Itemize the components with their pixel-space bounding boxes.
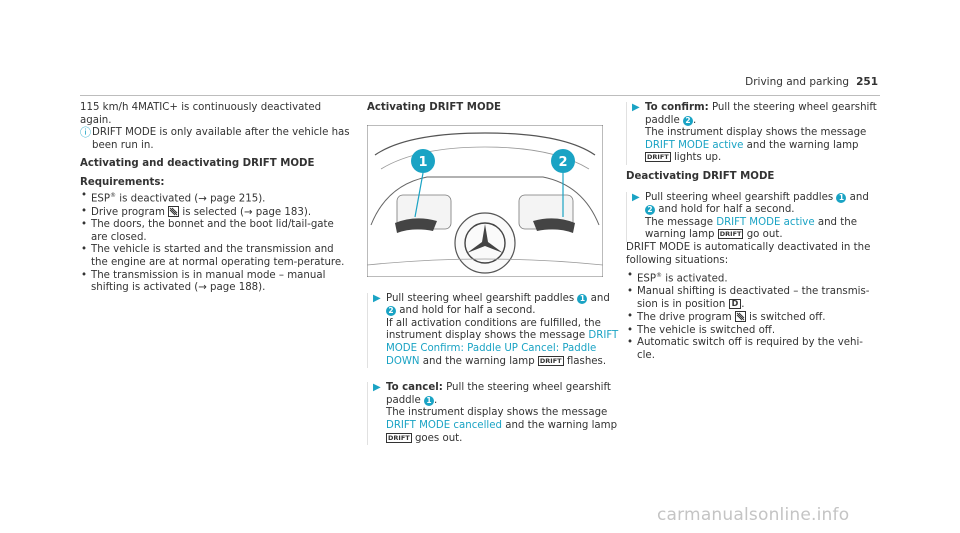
column-left: 115 km/h 4MATIC+ is continuously deactiv… xyxy=(80,102,352,295)
auto-deactivation-text: DRIFT MODE is automatically deactivated … xyxy=(626,241,871,266)
display-message: DRIFT MODE active xyxy=(716,216,815,228)
requirements-heading: Requirements: xyxy=(80,176,165,188)
step-deactivate: ▶ Pull steering wheel gearshift paddles … xyxy=(626,191,880,242)
callout-number: 1 xyxy=(836,192,847,203)
page-header: Driving and parking 251 xyxy=(745,76,878,88)
header-section: Driving and parking xyxy=(745,76,850,88)
callout-number: 2 xyxy=(386,306,396,317)
callout-number: 1 xyxy=(577,293,588,304)
page-number: 251 xyxy=(856,76,878,88)
heading-activate-deactivate: Activating and deactivating DRIFT MODE xyxy=(80,158,315,170)
step-arrow-icon: ▶ xyxy=(373,292,381,304)
list-item: The vehicle is started and the transmiss… xyxy=(80,244,352,269)
list-item: Automatic switch off is required by the … xyxy=(626,337,880,362)
list-item: Drive program is selected (→ page 183). xyxy=(80,205,352,220)
steering-wheel-illustration: 1 2 xyxy=(367,124,603,277)
heading-deactivating: Deactivating DRIFT MODE xyxy=(626,170,775,182)
display-message: DRIFT MODE active xyxy=(645,139,744,151)
illustration-label-1: 1 xyxy=(418,155,427,170)
intro-text: 115 km/h 4MATIC+ is continuously deactiv… xyxy=(80,102,322,126)
arrow-right-icon: → xyxy=(198,192,207,204)
drift-warning-lamp-icon: DRIFT xyxy=(717,229,744,240)
illustration-label-2: 2 xyxy=(558,155,567,170)
requirements-list: ESP® is deactivated (→ page 215). Drive … xyxy=(80,190,352,295)
drive-program-icon xyxy=(734,311,746,323)
callout-number: 1 xyxy=(423,395,434,406)
arrow-right-icon: → xyxy=(198,282,207,294)
callout-number: 2 xyxy=(645,205,655,216)
drift-warning-lamp-icon: DRIFT xyxy=(537,355,564,366)
note-text: DRIFT MODE is only available after the v… xyxy=(92,127,350,151)
arrow-right-icon: → xyxy=(243,206,253,218)
step-arrow-icon: ▶ xyxy=(632,191,640,203)
list-item: The vehicle is switched off. xyxy=(626,325,880,338)
step-confirm: ▶ To confirm: Pull the steering wheel ge… xyxy=(626,102,880,165)
drift-warning-lamp-icon: DRIFT xyxy=(645,152,671,163)
watermark: carmanualsonline.info xyxy=(657,505,850,525)
auto-deactivation-list: ESP® is activated. Manual shifting is de… xyxy=(626,270,880,363)
list-item: ESP® is deactivated (→ page 215). xyxy=(80,190,352,206)
drive-program-icon xyxy=(168,205,180,217)
step-activate: ▶ Pull steering wheel gearshift paddles … xyxy=(367,292,621,369)
callout-number: 2 xyxy=(682,115,693,126)
display-message: DRIFT MODE cancelled xyxy=(386,419,502,431)
step-arrow-icon: ▶ xyxy=(632,102,640,113)
info-icon: ⓘ xyxy=(80,126,91,140)
drift-warning-lamp-icon: DRIFT xyxy=(386,432,412,443)
display-message: DRIFT MODE Confirm: Paddle UP Cancel: Pa… xyxy=(386,330,619,367)
list-item: The drive program is switched off. xyxy=(626,311,880,325)
header-rule xyxy=(80,95,880,96)
heading-activating: Activating DRIFT MODE xyxy=(367,102,502,113)
list-item: The transmission is in manual mode – man… xyxy=(80,270,352,295)
step-cancel: ▶ To cancel: Pull the steering wheel gea… xyxy=(367,382,621,446)
list-item: Manual shifting is deactivated – the tra… xyxy=(626,286,880,311)
column-middle: Activating DRIFT MODE 1 2 ▶ Pull steerin… xyxy=(367,102,621,446)
note: ⓘ DRIFT MODE is only available after the… xyxy=(80,127,352,152)
position-d-icon: D xyxy=(728,298,742,309)
list-item: ESP® is activated. xyxy=(626,270,880,286)
list-item: The doors, the bonnet and the boot lid/t… xyxy=(80,219,352,244)
step-arrow-icon: ▶ xyxy=(373,382,381,394)
column-right: ▶ To confirm: Pull the steering wheel ge… xyxy=(626,102,880,363)
